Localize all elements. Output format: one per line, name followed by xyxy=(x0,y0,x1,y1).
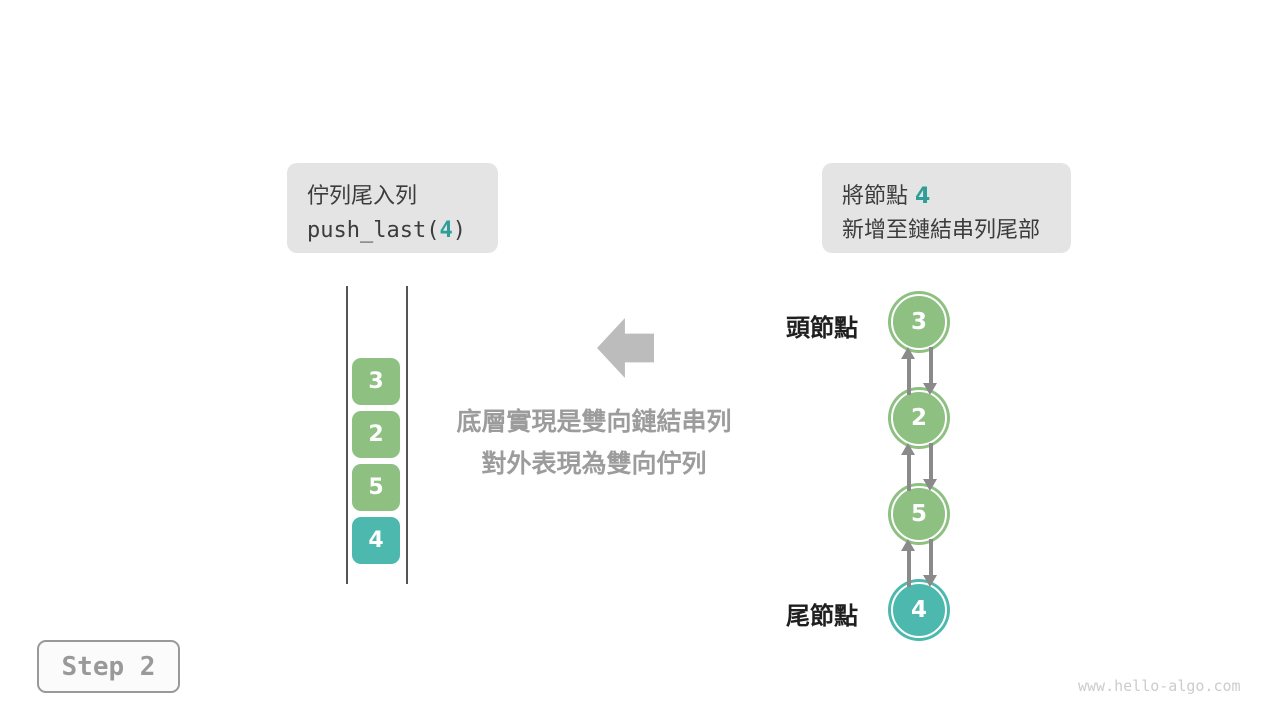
description-line1-text: 將節點 xyxy=(842,184,915,209)
description-line2: 新增至鏈結串列尾部 xyxy=(842,218,1041,243)
code-suffix: ) xyxy=(452,218,466,243)
down-arrow-icon xyxy=(923,539,938,587)
queue-wall-left xyxy=(346,286,348,584)
left-block-arrow-icon xyxy=(597,318,654,378)
down-arrow-icon xyxy=(923,347,938,395)
queue-item: 5 xyxy=(352,464,400,511)
caption: 底層實現是雙向鏈結串列 對外表現為雙向佇列 xyxy=(444,401,744,485)
up-arrow-icon xyxy=(901,347,916,395)
head-node-label: 頭節點 xyxy=(786,314,858,342)
watermark: www.hello-algo.com xyxy=(1078,677,1241,695)
step-badge: Step 2 xyxy=(37,640,180,693)
description-highlight-value: 4 xyxy=(915,184,931,209)
operation-note-box: 佇列尾入列 push_last(4) xyxy=(287,163,498,253)
caption-line1: 底層實現是雙向鏈結串列 xyxy=(456,407,732,436)
list-node: 2 xyxy=(891,390,947,446)
queue-item-new: 4 xyxy=(352,517,400,564)
code-prefix: push_last( xyxy=(307,218,440,243)
link-arrows xyxy=(901,443,938,491)
up-arrow-icon xyxy=(901,539,916,587)
list-node: 5 xyxy=(891,486,947,542)
down-arrow-icon xyxy=(923,443,938,491)
description-note-box: 將節點 4 新增至鏈結串列尾部 xyxy=(822,163,1071,253)
description-line1: 將節點 4 xyxy=(842,180,1051,214)
list-node-new: 4 xyxy=(891,582,947,638)
tail-node-label: 尾節點 xyxy=(786,602,858,630)
list-node: 3 xyxy=(891,294,947,350)
queue-item: 3 xyxy=(352,358,400,405)
link-arrows xyxy=(901,539,938,587)
queue-wall-right xyxy=(406,286,408,584)
code-highlight-value: 4 xyxy=(439,218,453,243)
operation-code: push_last(4) xyxy=(307,214,478,248)
link-arrows xyxy=(901,347,938,395)
operation-title: 佇列尾入列 xyxy=(307,184,418,209)
up-arrow-icon xyxy=(901,443,916,491)
queue-item: 2 xyxy=(352,411,400,458)
caption-line2: 對外表現為雙向佇列 xyxy=(481,449,707,478)
